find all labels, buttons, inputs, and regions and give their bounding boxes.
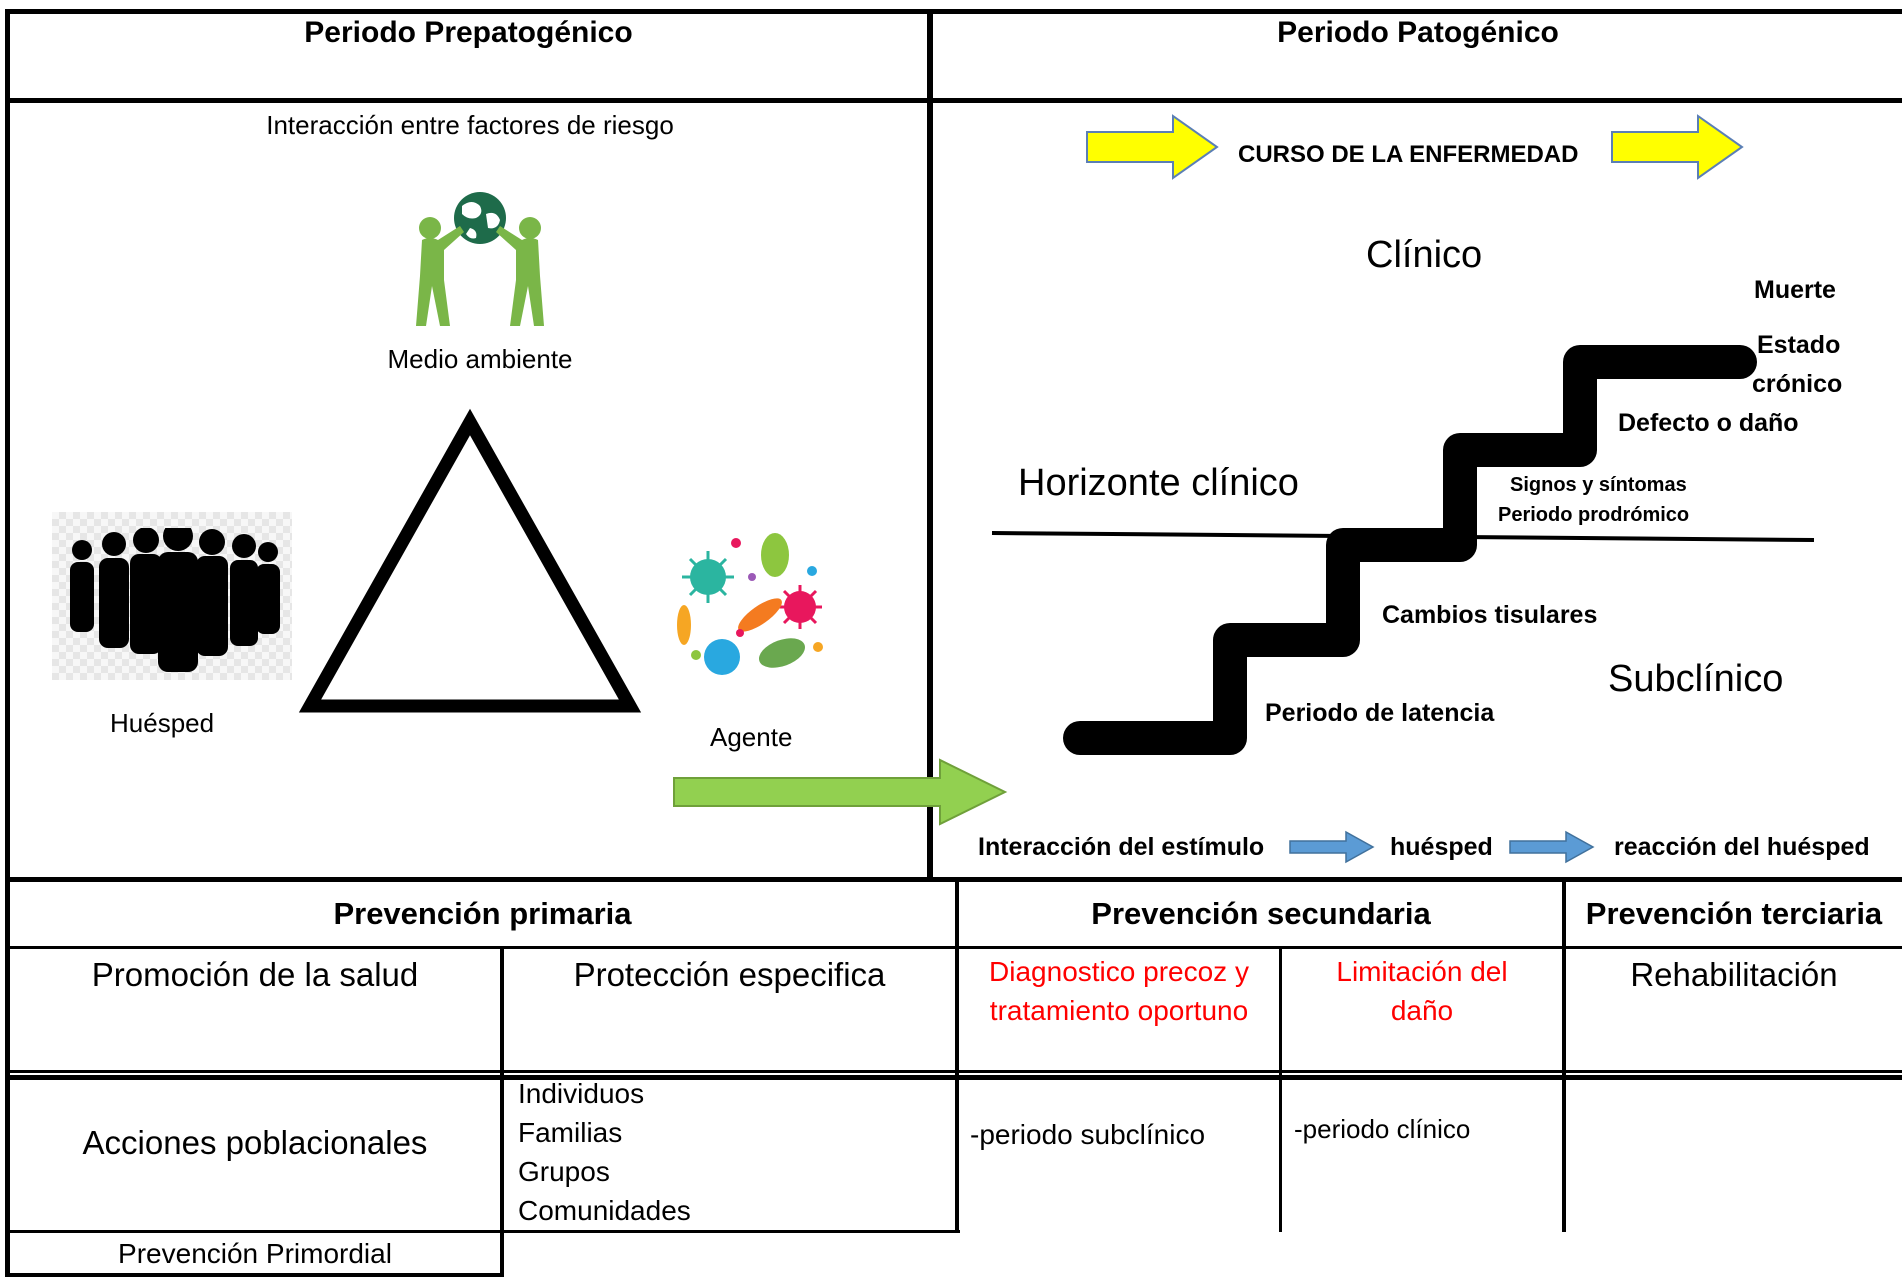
clinical-period: -periodo clínico — [1294, 1114, 1471, 1144]
top-divider-vertical — [927, 9, 933, 882]
host-label: Huésped — [110, 708, 215, 738]
target-families: Familias — [518, 1117, 623, 1148]
table-row-line-1 — [5, 946, 1902, 949]
stage-death: Muerte — [1754, 276, 1836, 304]
stage-signs: Signos y síntomas — [1510, 474, 1687, 496]
crowd-icon — [70, 528, 280, 672]
tertiary-prevention-header: Prevención terciaria — [1585, 896, 1883, 931]
subclinical-label: Subclínico — [1608, 658, 1784, 700]
disease-course-label: CURSO DE LA ENFERMEDAD — [1238, 141, 1579, 168]
table-col-line-damage — [1279, 946, 1282, 1232]
stage-chronic-line1: Estado — [1757, 331, 1841, 359]
damage-limitation-line1: Limitación del — [1336, 956, 1508, 987]
environment-label: Medio ambiente — [387, 344, 573, 374]
top-frame — [5, 9, 1902, 882]
stage-latency: Periodo de latencia — [1265, 699, 1495, 727]
stage-tissue: Cambios tisulares — [1382, 601, 1598, 629]
specific-protection: Protección especifica — [573, 956, 886, 993]
health-promotion: Promoción de la salud — [91, 956, 419, 993]
table-bottom-line — [5, 1230, 960, 1233]
flow-reaction: reacción del huésped — [1614, 833, 1870, 861]
yellow-arrow-left — [1086, 114, 1219, 180]
green-transition-arrow — [673, 758, 1008, 826]
table-left-bottom-border — [5, 1070, 10, 1277]
table-row-line-2 — [5, 1070, 1902, 1073]
target-individuals: Individuos — [518, 1078, 645, 1109]
header-prepatogenic: Periodo Prepatogénico — [304, 16, 633, 49]
header-pathogenic: Periodo Patogénico — [1277, 16, 1559, 49]
table-col-line-tertiary — [1562, 882, 1566, 1232]
clinical-label: Clínico — [1366, 234, 1483, 276]
stage-chronic-line2: crónico — [1752, 370, 1843, 398]
flow-stimulus: Interacción del estímulo — [978, 833, 1265, 861]
yellow-arrow-right — [1611, 114, 1744, 180]
flow-host: huésped — [1390, 833, 1493, 861]
stage-prodromal: Periodo prodrómico — [1498, 504, 1690, 526]
table-col-line-primary — [955, 882, 959, 1232]
microbes-icon — [668, 523, 832, 687]
early-diagnosis-line2: tratamiento oportuno — [989, 995, 1249, 1026]
prevention-table — [5, 882, 1902, 1080]
environment-globe-icon — [416, 192, 544, 326]
clinical-horizon-label: Horizonte clínico — [1018, 462, 1299, 504]
epidemiologic-triangle — [298, 408, 642, 713]
primary-prevention-header: Prevención primaria — [333, 896, 632, 931]
stage-defect: Defecto o daño — [1618, 409, 1799, 437]
subclinical-period: -periodo subclínico — [970, 1119, 1206, 1150]
header-row-divider — [5, 98, 1902, 103]
risk-interaction-label: Interacción entre factores de riesgo — [266, 110, 674, 140]
damage-limitation-line2: daño — [1390, 995, 1454, 1026]
table-col-line-specific — [500, 946, 504, 1275]
agent-label: Agente — [710, 722, 793, 752]
blue-arrow-2 — [1509, 830, 1595, 864]
disease-staircase — [1063, 345, 1757, 755]
early-diagnosis-line1: Diagnostico precoz y — [989, 956, 1249, 987]
secondary-prevention-header: Prevención secundaria — [1091, 896, 1431, 931]
population-actions: Acciones poblacionales — [82, 1124, 428, 1161]
primordial-bottom-line — [5, 1273, 504, 1277]
target-communities: Comunidades — [518, 1195, 691, 1226]
primordial-prevention: Prevención Primordial — [118, 1238, 392, 1269]
rehabilitation: Rehabilitación — [1630, 956, 1838, 993]
target-groups: Grupos — [518, 1156, 610, 1187]
blue-arrow-1 — [1289, 830, 1375, 864]
